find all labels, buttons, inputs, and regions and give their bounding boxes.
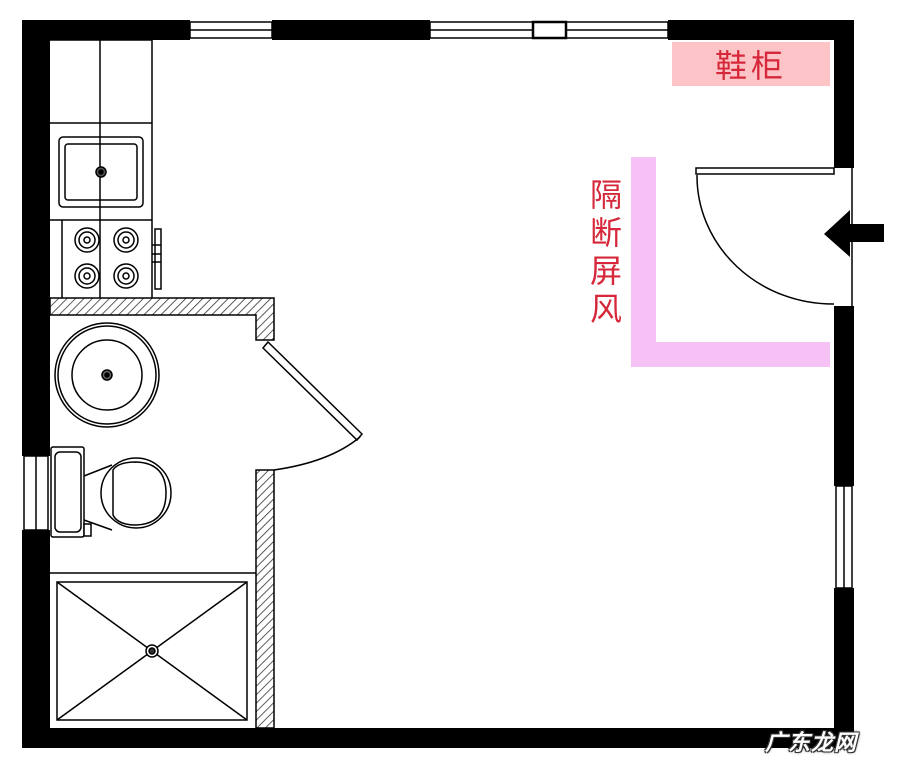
partition-screen-label: 隔 断 屏 风 — [586, 176, 626, 328]
partition-char: 断 — [589, 214, 622, 252]
arrow-left-icon — [824, 210, 884, 257]
shower-tray — [50, 572, 256, 721]
partition-char: 屏 — [589, 252, 622, 290]
bathroom-door — [261, 340, 364, 471]
burner — [74, 227, 100, 253]
window-top-left — [189, 21, 273, 39]
kitchen — [50, 39, 162, 298]
bathroom-walls — [49, 297, 275, 729]
kitchen-sink — [58, 136, 144, 208]
toilet — [50, 446, 172, 538]
stove — [61, 220, 162, 298]
partition-screen — [631, 157, 830, 367]
window-top-right — [429, 20, 669, 40]
window-left — [23, 455, 49, 531]
burner — [113, 227, 139, 253]
partition-char: 风 — [589, 290, 622, 328]
washbasin — [54, 322, 160, 428]
outer-walls — [22, 20, 854, 748]
partition-char: 隔 — [589, 176, 622, 214]
burner — [74, 263, 100, 289]
watermark: 广东龙网 — [765, 731, 858, 756]
window-right — [835, 485, 853, 589]
shoe-cabinet-label: 鞋柜 — [672, 42, 830, 86]
burner — [113, 263, 139, 289]
